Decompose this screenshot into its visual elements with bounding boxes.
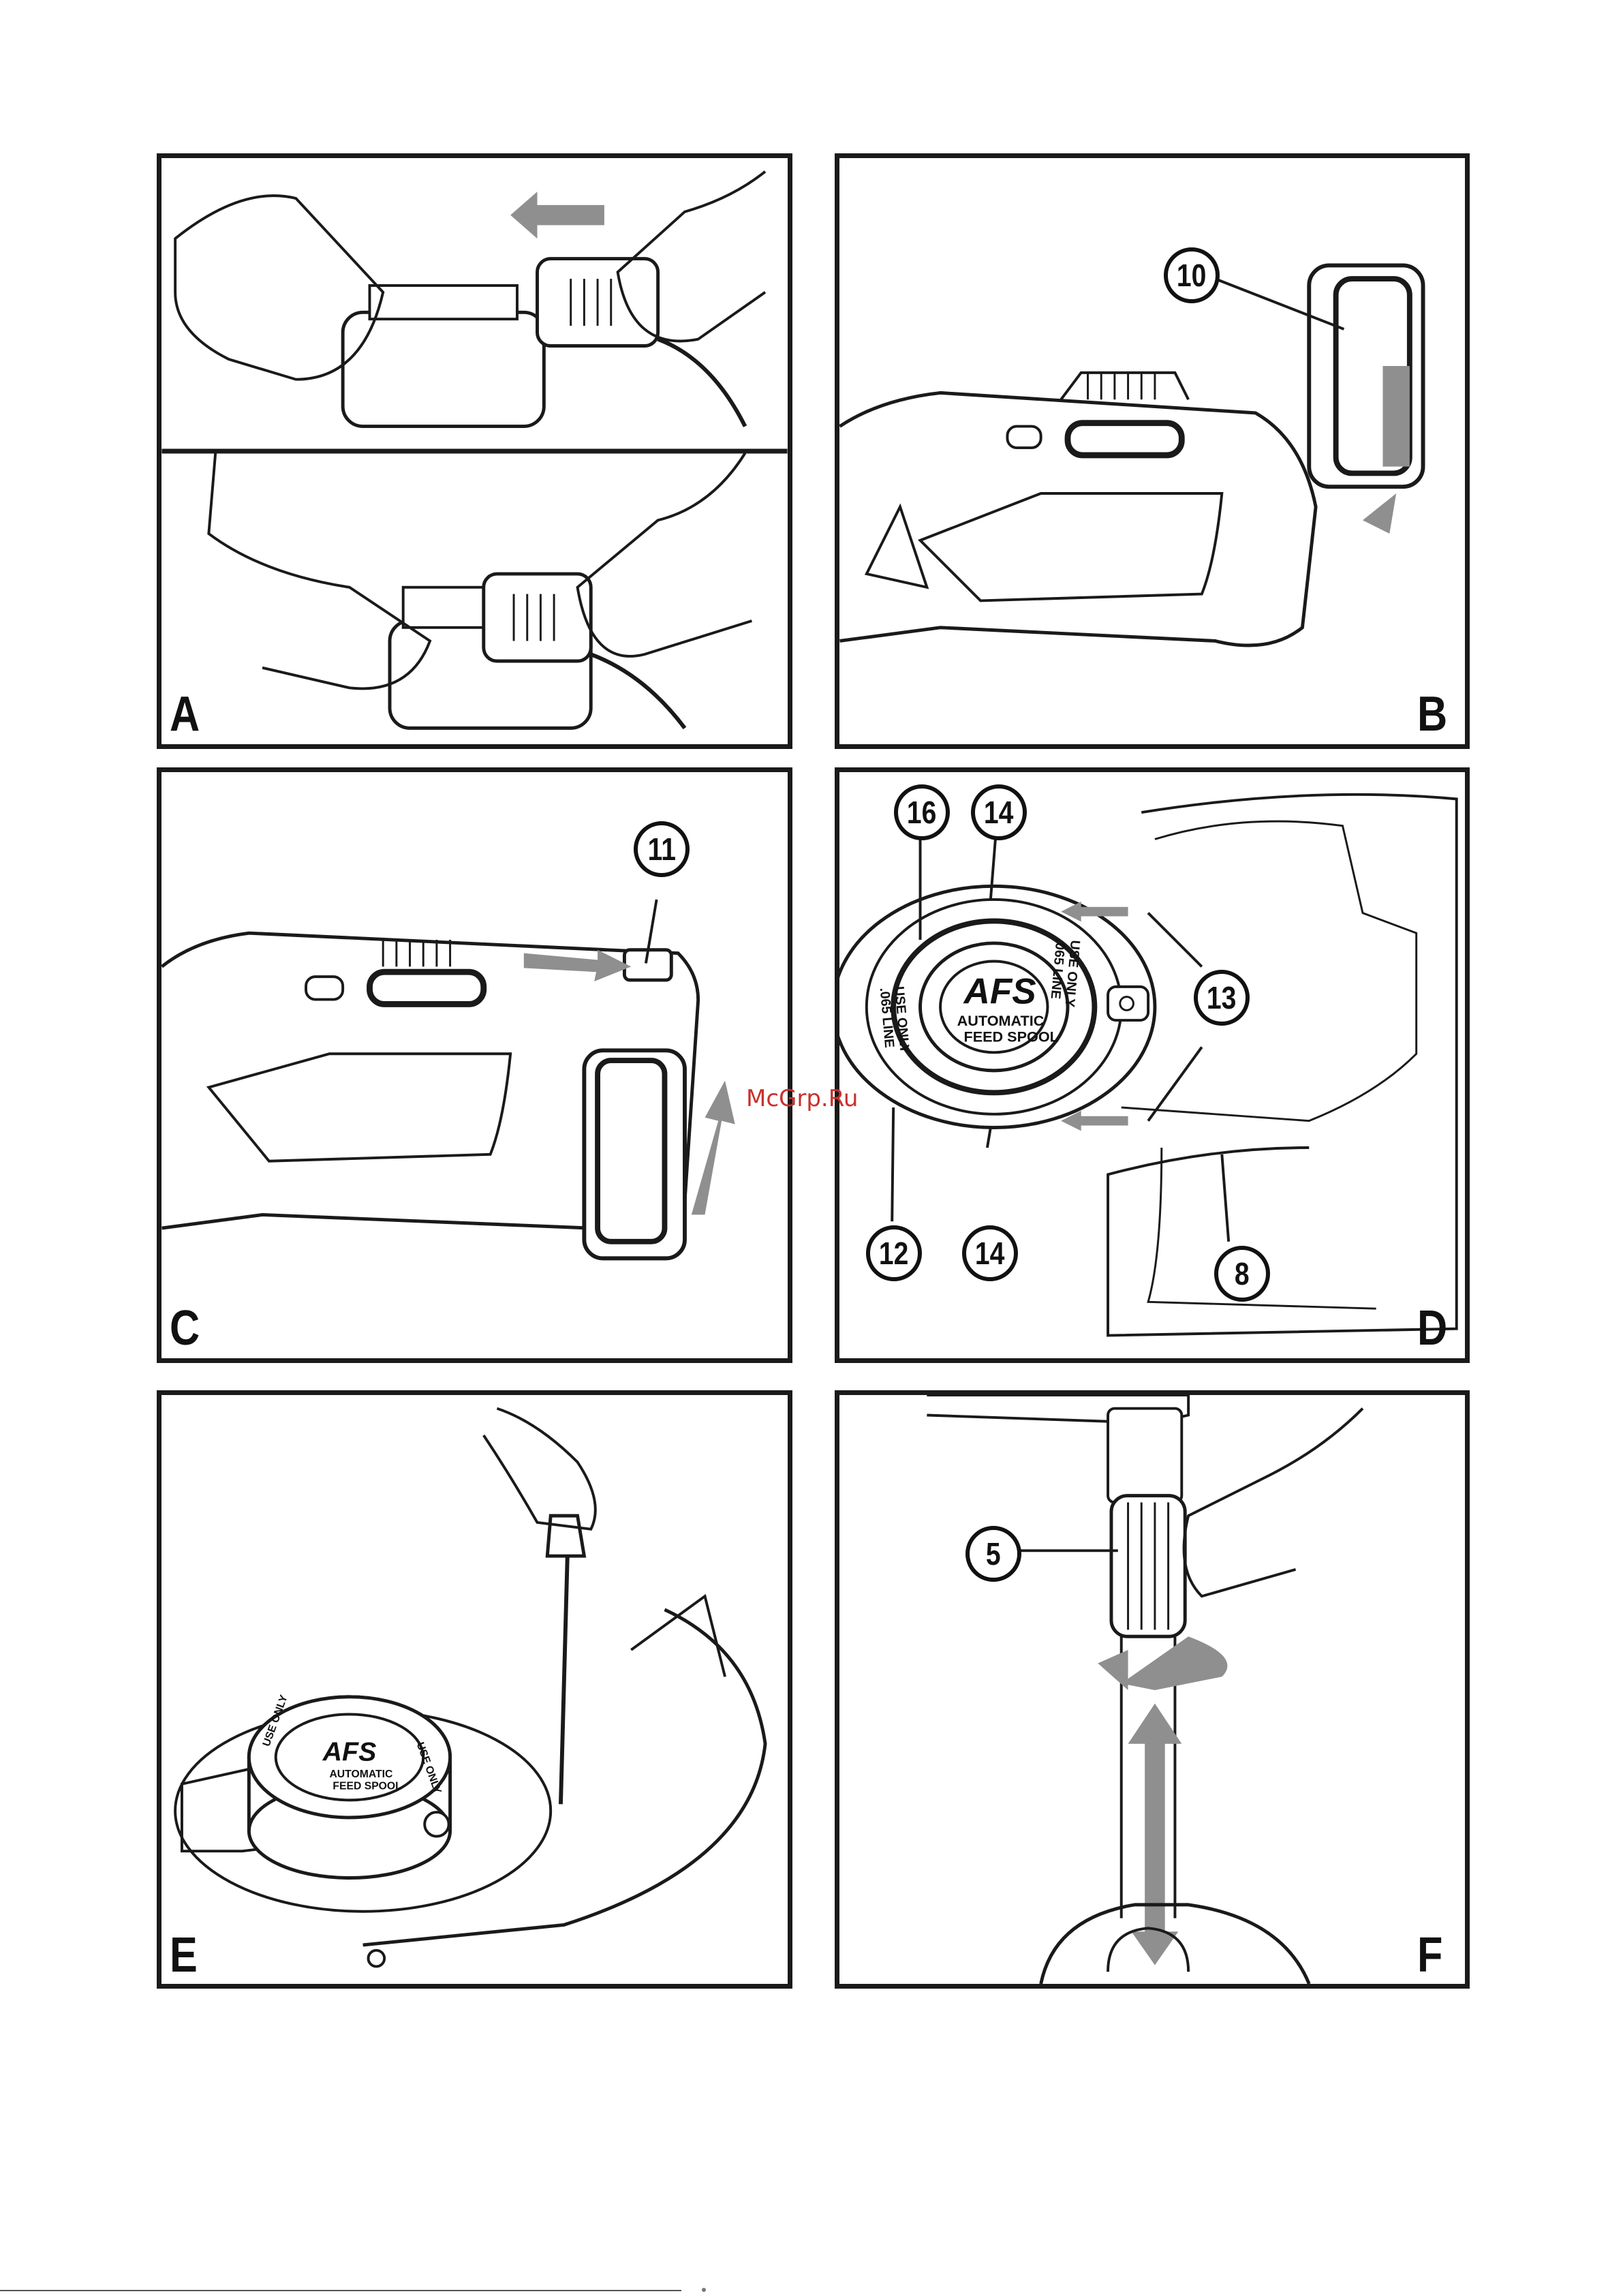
arrow-down	[1363, 493, 1396, 534]
panel-d: AFS AUTOMATIC FEED SPOOL USE ONLY.065 LI…	[835, 767, 1470, 1363]
battery-removal-illustration	[839, 158, 1465, 744]
callout-14-top: 14	[971, 784, 1027, 840]
panel-a: A	[157, 153, 792, 749]
panel-label-e: E	[170, 1931, 198, 1980]
spool-line2: FEED SPOOL	[964, 1028, 1059, 1045]
spool-logo: AFS	[963, 971, 1036, 1011]
callout-10: 10	[1164, 247, 1220, 303]
panel-label-f: F	[1417, 1931, 1442, 1980]
panel-b: 10 B	[835, 153, 1470, 749]
callout-8: 8	[1214, 1246, 1270, 1302]
battery-insertion-illustration	[161, 772, 788, 1358]
arrow-up	[692, 1081, 735, 1215]
panel-e: AFS AUTOMATIC FEED SPOOL USE ONLY USE ON…	[157, 1390, 792, 1989]
panel-c: 11 C	[157, 767, 792, 1363]
watermark: McGrp.Ru	[746, 1085, 858, 1112]
height-adjust-illustration	[839, 1395, 1465, 1984]
panel-label-a: A	[170, 690, 200, 739]
footer-mark	[702, 2288, 706, 2292]
panel-label-d: D	[1417, 1304, 1447, 1353]
spool-cover-illustration: AFS AUTOMATIC FEED SPOOL USE ONLY.065 LI…	[839, 772, 1465, 1358]
arrow-left	[510, 192, 604, 239]
spool-line1: AUTOMATIC	[957, 1012, 1045, 1029]
callout-12: 12	[866, 1225, 922, 1281]
spool-e-logo: AFS	[322, 1736, 377, 1766]
arrow-right	[524, 950, 631, 981]
spool-e-line1: AUTOMATIC	[329, 1769, 392, 1780]
callout-14-bottom: 14	[962, 1225, 1018, 1281]
panel-f: 5 F	[835, 1390, 1470, 1989]
callout-16: 16	[894, 784, 950, 840]
spool-screw-illustration: AFS AUTOMATIC FEED SPOOL USE ONLY USE ON…	[161, 1395, 788, 1984]
spool-e-line2: FEED SPOOL	[333, 1781, 402, 1792]
panel-label-c: C	[170, 1304, 200, 1353]
panel-label-b: B	[1417, 690, 1447, 739]
callout-13: 13	[1194, 970, 1250, 1026]
battery-charging-illustration	[161, 158, 788, 744]
callout-11: 11	[634, 821, 690, 877]
footer-rule	[0, 2290, 681, 2291]
callout-5: 5	[965, 1526, 1021, 1582]
